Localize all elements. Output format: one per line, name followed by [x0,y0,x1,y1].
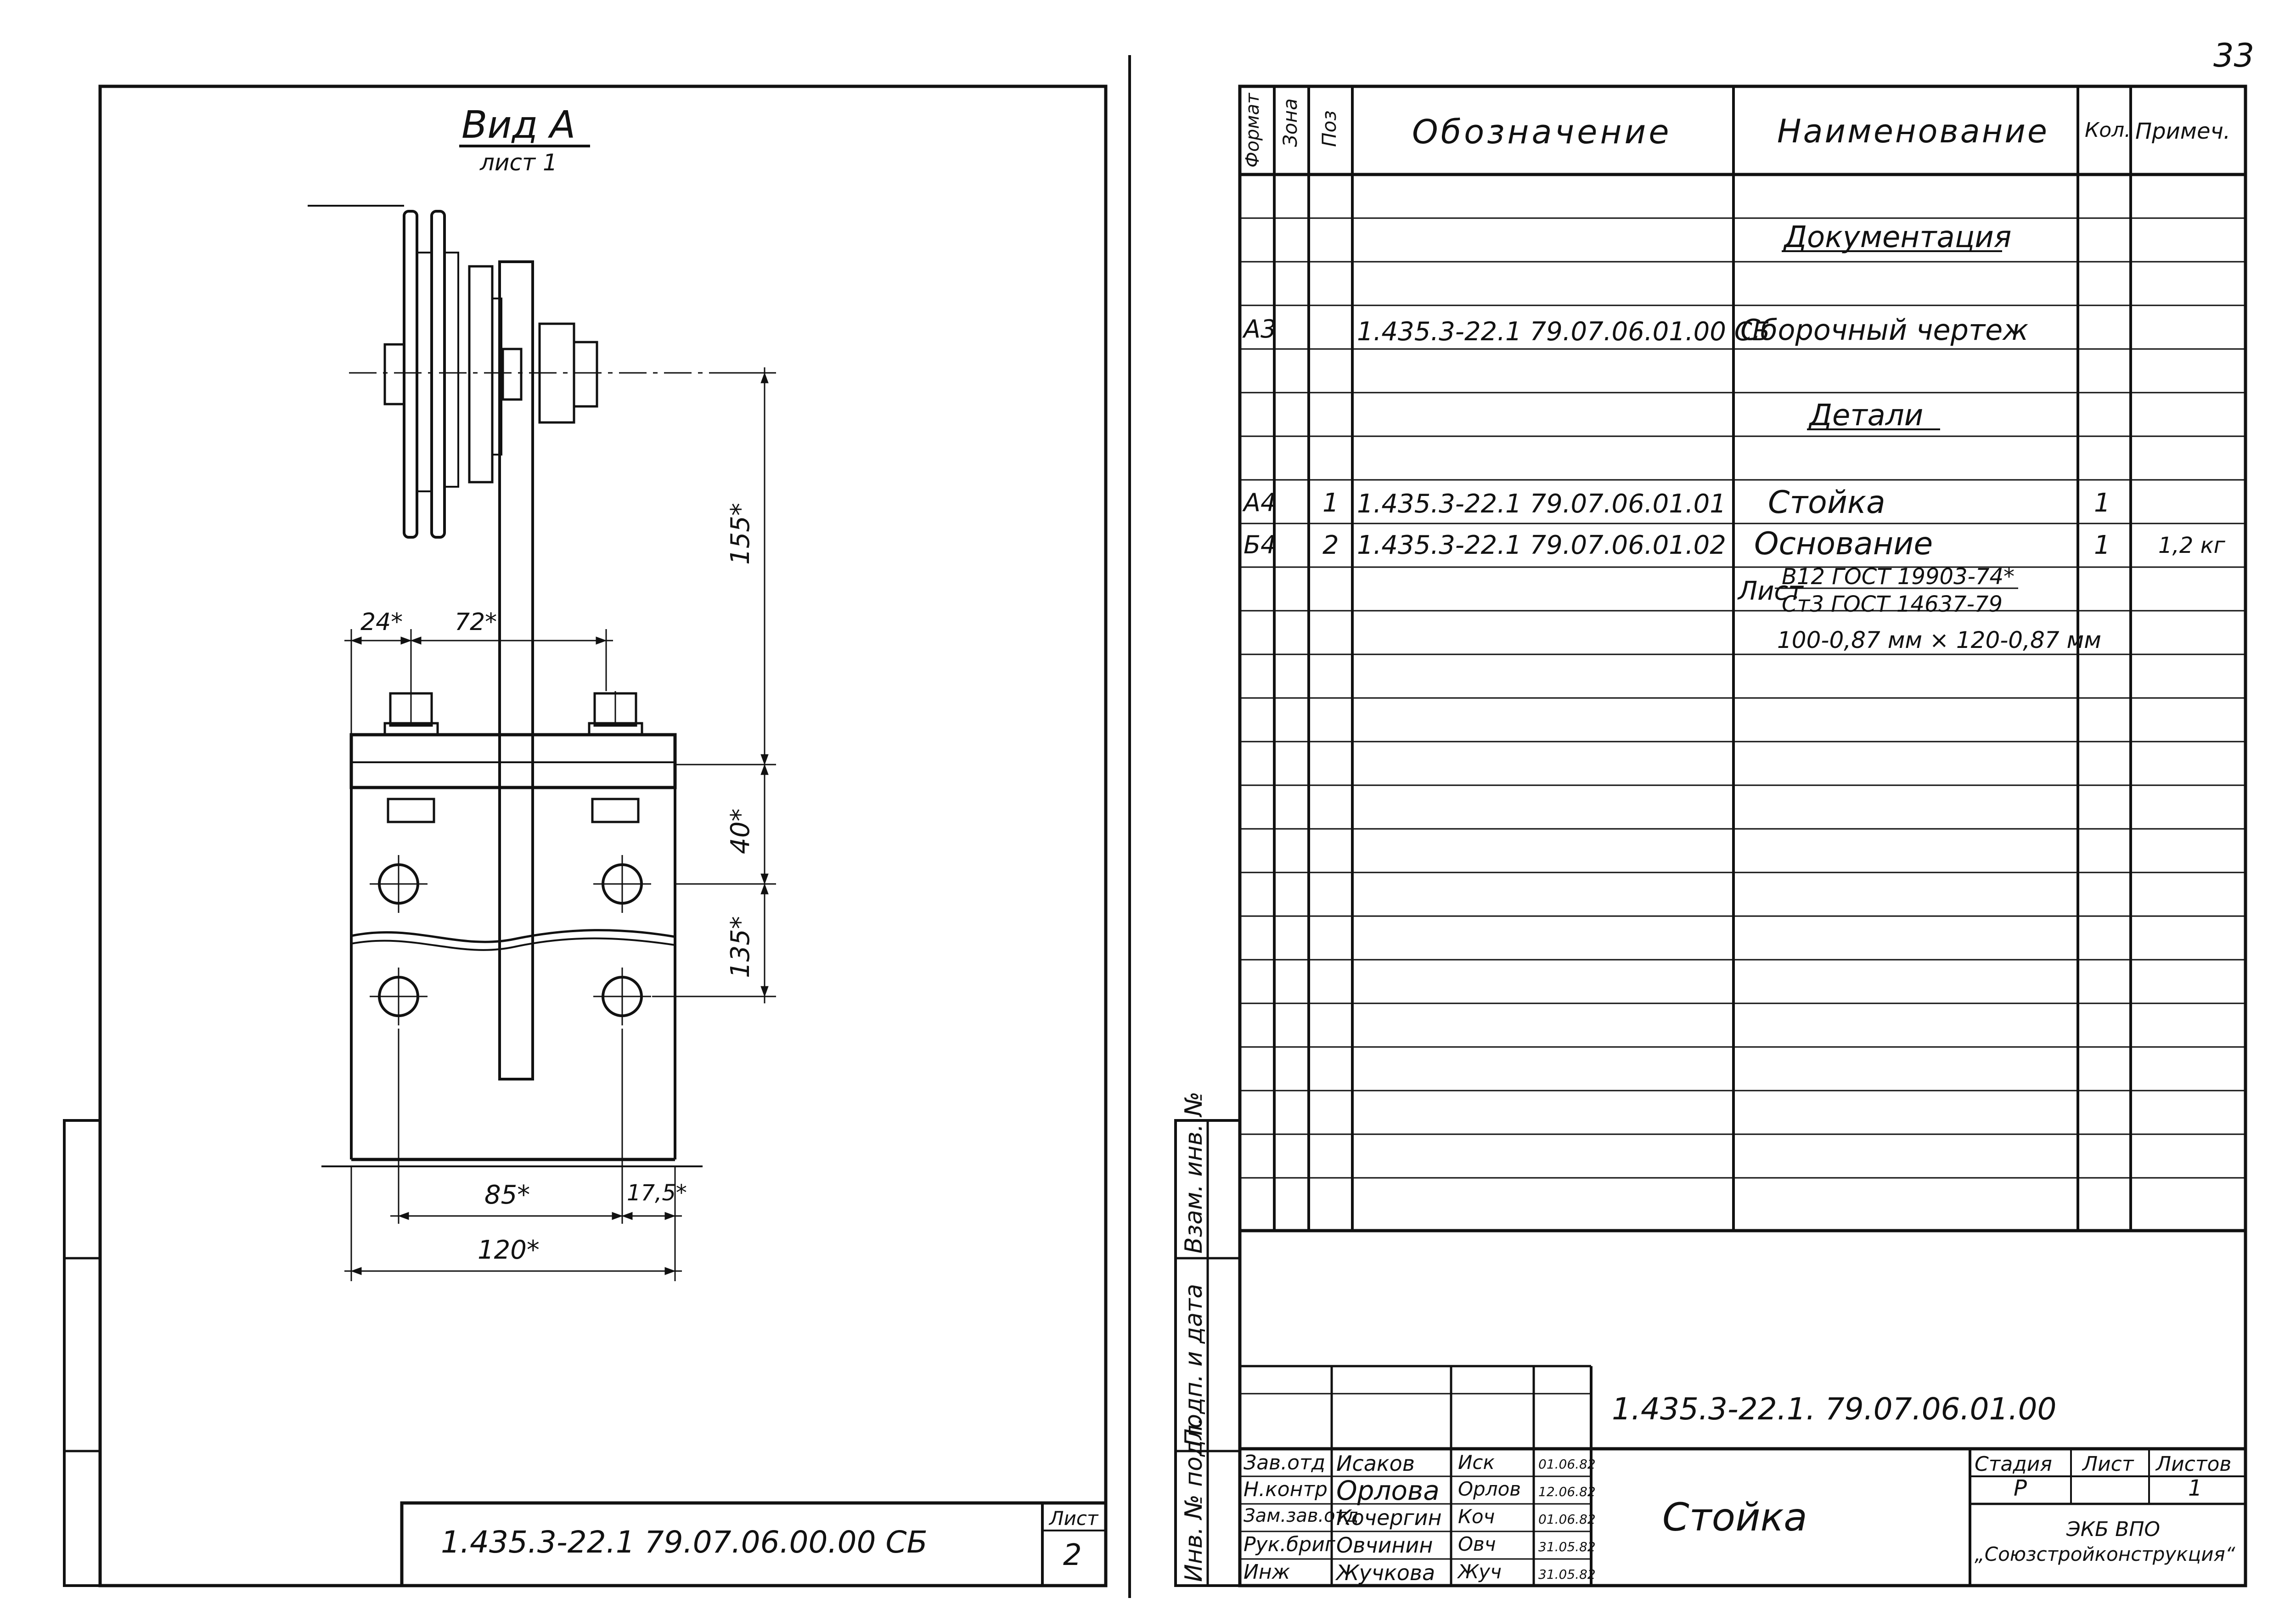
material-size: 100-0,87 мм × 120-0,87 мм [1777,627,2101,653]
side-label-replaced: Взам. инв. № [1180,1091,1208,1254]
date-1: 01.06.82 [1538,1457,1596,1472]
left-title-designation: 1.435.3-22.1 79.07.06.00.00 СБ [441,1525,928,1560]
sheets-label: Листов [2156,1452,2232,1476]
signature-4: Овч [1458,1533,1496,1555]
row-3-name: Основание [1754,526,1933,562]
view-title: Вид А [461,103,576,147]
dimension-17-5: 17,5* [627,1180,687,1206]
row-3-pos: 2 [1322,530,1339,560]
row-1-name: Сборочный чертеж [1740,313,2029,347]
date-2: 12.06.82 [1538,1484,1596,1499]
material-bottom: Ст3 ГОСТ 14637-79 [1782,591,2003,617]
header-zone: Зона [1279,98,1301,147]
dimension-24: 24* [360,608,403,636]
row-1-designation: 1.435.3-22.1 79.07.06.01.00 СБ [1357,317,1770,347]
header-pos: Поз [1318,110,1340,147]
view-subtitle: лист 1 [480,149,557,176]
left-sheet-number: 2 [1063,1538,1082,1572]
date-3: 01.06.82 [1538,1512,1596,1527]
header-note: Примеч. [2135,118,2231,144]
header-name: Наименование [1777,113,2049,150]
role-5: Инж [1244,1560,1290,1584]
row-2-name: Стойка [1768,484,1885,521]
dimension-40: 40* [726,808,755,854]
signature-1: Иск [1458,1451,1495,1474]
stage-value: Р [2014,1475,2027,1501]
org-line-2: „Союзстройконструкция“ [1975,1543,2235,1565]
row-3-format: Б4 [1244,530,1277,559]
role-1: Зав.отд [1244,1451,1326,1474]
role-2: Н.контр [1244,1478,1328,1501]
stage-label: Стадия [1975,1452,2052,1476]
right-title-name: Стойка [1662,1495,1807,1540]
dimension-72: 72* [455,608,497,636]
name-1: Исаков [1336,1451,1415,1476]
dimension-155: 155* [726,503,755,565]
sheets-value: 1 [2188,1475,2202,1501]
page-number: 33 [2213,37,2255,74]
row-1-format: А3 [1244,315,1277,343]
name-5: Жучкова [1336,1560,1435,1585]
row-2-designation: 1.435.3-22.1 79.07.06.01.01 [1357,489,1726,519]
name-2: Орлова [1336,1475,1440,1506]
section-documentation: Документация [1784,220,2012,254]
material-top: В12 ГОСТ 19903-74* [1782,564,2015,590]
date-5: 31.05.82 [1538,1567,1596,1582]
row-2-format: А4 [1244,488,1277,517]
name-3: Кочергин [1336,1505,1442,1530]
signature-5: Жуч [1458,1560,1502,1583]
row-2-qty: 1 [2094,488,2110,518]
right-title-designation: 1.435.3-22.1. 79.07.06.01.00 [1612,1391,2057,1427]
row-2-pos: 1 [1322,488,1339,518]
header-qty: Кол. [2085,118,2131,142]
dimension-135: 135* [726,916,755,978]
org-line-1: ЭКБ ВПО [2066,1518,2161,1541]
role-4: Рук.бриг [1244,1533,1335,1556]
side-label-inventory: Инв. № подл. [1180,1417,1208,1582]
section-details: Детали [1809,399,1924,433]
signature-2: Орлов [1458,1478,1521,1500]
header-format: Формат [1242,93,1263,168]
material-prefix: Лист [1738,576,1803,606]
row-3-qty: 1 [2094,530,2110,560]
role-3: Зам.зав.отд [1244,1505,1359,1526]
signature-3: Коч [1458,1505,1495,1528]
dimension-120: 120* [478,1235,540,1265]
header-designation: Обозначение [1412,113,1672,151]
row-3-note: 1,2 кг [2158,533,2225,558]
left-sheet-label: Лист [1049,1507,1098,1530]
date-4: 31.05.82 [1538,1539,1596,1554]
name-4: Овчинин [1336,1533,1433,1558]
sheet-label: Лист [2082,1452,2134,1476]
dimension-85: 85* [484,1180,530,1210]
row-3-designation: 1.435.3-22.1 79.07.06.01.02 [1357,530,1726,560]
